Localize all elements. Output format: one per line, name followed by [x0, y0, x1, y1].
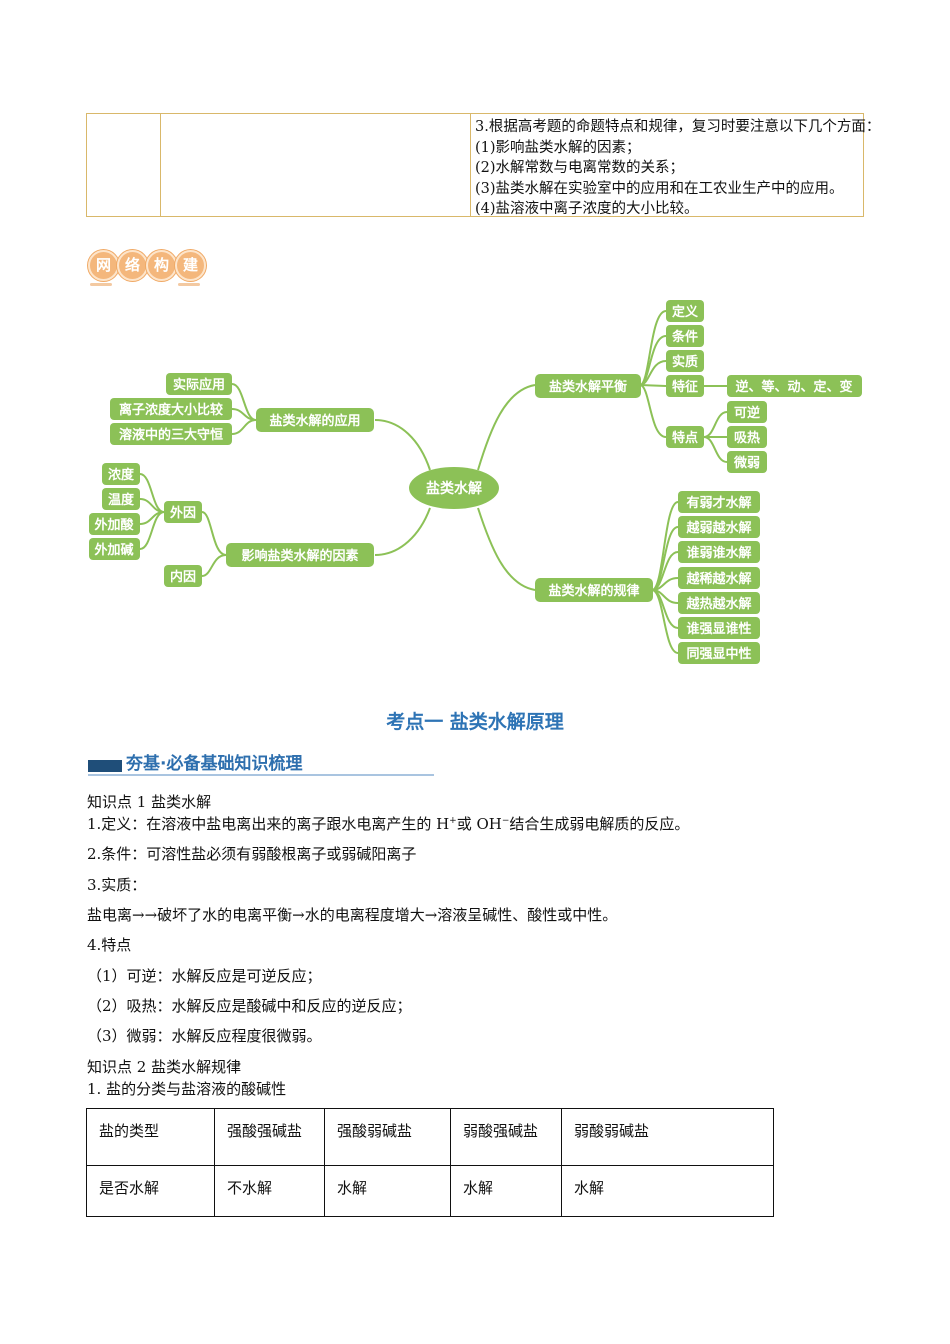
top-table-line: (4)盐溶液中离子浓度的大小比较。	[475, 201, 699, 217]
trait-item: （3）微弱：水解反应程度很微弱。	[87, 1027, 322, 1045]
node-label: 定义	[671, 304, 699, 320]
top-table-cell-2	[161, 114, 471, 216]
branch-label: 盐类水解的应用	[269, 413, 360, 429]
table-row: 是否水解 不水解 水解 水解 水解	[86, 1165, 774, 1217]
mind-map-branch-factors: 影响盐类水解的因素 外因 内因 浓度 温度 外加酸 外加碱	[89, 463, 374, 587]
node-label: 外因	[169, 505, 196, 521]
node-label: 实际应用	[173, 377, 225, 393]
mind-map-branch-equilibrium: 盐类水解平衡 定义 条件 实质 特征 特点 逆、等、动、定、变 可逆 吸热 微弱	[535, 300, 862, 473]
top-table-line: 3.根据高考题的命题特点和规律，复习时要注意以下几个方面：	[475, 119, 881, 135]
node-label: 吸热	[734, 430, 760, 446]
table-cell: 水解	[450, 1165, 562, 1217]
table-row: 盐的类型 强酸强碱盐 强酸弱碱盐 弱酸强碱盐 弱酸弱碱盐	[86, 1108, 774, 1166]
node-label: 逆、等、动、定、变	[735, 379, 852, 395]
mind-map-center: 盐类水解	[409, 467, 499, 509]
section-banner: 夯基·必备基础知识梳理	[88, 748, 434, 776]
table-cell: 强酸弱碱盐	[324, 1108, 451, 1166]
top-table-cell-1	[87, 114, 161, 216]
node-label: 谁弱谁水解	[686, 545, 751, 561]
mind-map-center-label: 盐类水解	[426, 480, 482, 497]
top-table-line: (1)影响盐类水解的因素；	[475, 139, 641, 156]
essence-title: 3.实质：	[87, 876, 147, 894]
branch-label: 盐类水解平衡	[549, 379, 627, 395]
node-label: 越弱越水解	[685, 520, 751, 536]
definition: 1.定义：在溶液中盐电离出来的离子跟水电离产生的 H+或 OH−结合生成弱电解质…	[87, 815, 690, 833]
node-label: 越稀越水解	[685, 571, 751, 587]
table-cell: 不水解	[214, 1165, 325, 1217]
node-label: 微弱	[733, 455, 760, 471]
node-label: 离子浓度大小比较	[119, 402, 223, 418]
node-label: 特征	[672, 379, 698, 395]
knowledge-point-2-title: 知识点 2 盐类水解规律	[87, 1058, 242, 1076]
node-label: 有弱才水解	[686, 495, 751, 511]
trait-item: （2）吸热：水解反应是酸碱中和反应的逆反应；	[87, 997, 412, 1015]
table-cell: 是否水解	[86, 1165, 215, 1217]
section-title: 考点一 盐类水解原理	[386, 711, 564, 733]
node-label: 内因	[170, 569, 196, 585]
table-cell: 弱酸弱碱盐	[561, 1108, 774, 1166]
node-label: 特点	[672, 430, 698, 446]
node-label: 越热越水解	[685, 596, 751, 612]
table-cell: 水解	[561, 1165, 774, 1217]
table-cell: 弱酸强碱盐	[450, 1108, 562, 1166]
badge-char: 络	[117, 250, 148, 281]
knowledge-point-2-subtitle: 1. 盐的分类与盐溶液的酸碱性	[87, 1080, 287, 1098]
salt-type-table: 盐的类型 强酸强碱盐 强酸弱碱盐 弱酸强碱盐 弱酸弱碱盐 是否水解 不水解 水解…	[86, 1108, 774, 1217]
trait-item: （1）可逆：水解反应是可逆反应；	[87, 967, 322, 985]
node-label: 温度	[108, 492, 135, 508]
node-label: 谁强显谁性	[686, 621, 751, 637]
mind-map-branch-application: 盐类水解的应用 实际应用 离子浓度大小比较 溶液中的三大守恒	[110, 373, 374, 445]
traits-title: 4.特点	[87, 936, 132, 954]
branch-label: 盐类水解的规律	[548, 583, 639, 599]
table-cell: 水解	[324, 1165, 451, 1217]
condition: 2.条件：可溶性盐必须有弱酸根离子或弱碱阳离子	[87, 845, 417, 863]
mind-map-branch-rules: 盐类水解的规律 有弱才水解 越弱越水解 谁弱谁水解 越稀越水解 越热越水解 谁强…	[535, 491, 760, 664]
top-table: 3.根据高考题的命题特点和规律，复习时要注意以下几个方面： (1)影响盐类水解的…	[86, 113, 881, 217]
mind-map-links	[139, 310, 728, 654]
mind-map: 盐类水解 盐类水解平衡 定义 条件 实质 特征 特点 逆、等、动、定、变 可逆 …	[89, 300, 862, 664]
branch-label: 影响盐类水解的因素	[241, 548, 358, 564]
top-table-cell-3: 3.根据高考题的命题特点和规律，复习时要注意以下几个方面： (1)影响盐类水解的…	[471, 114, 881, 217]
node-label: 实质	[672, 354, 698, 370]
badge-char: 构	[146, 250, 177, 281]
top-table-line: (3)盐类水解在实验室中的应用和在工农业生产中的应用。	[475, 180, 844, 197]
node-label: 同强显中性	[686, 646, 751, 662]
top-table-line: (2)水解常数与电离常数的关系；	[475, 160, 685, 176]
badge-char: 建	[175, 250, 206, 281]
node-label: 可逆	[734, 405, 760, 421]
node-label: 浓度	[108, 467, 135, 483]
banner-text: 夯基·必备基础知识梳理	[126, 754, 303, 774]
table-cell: 盐的类型	[86, 1108, 215, 1166]
node-label: 条件	[672, 329, 698, 345]
table-cell: 强酸强碱盐	[214, 1108, 325, 1166]
knowledge-point-1-title: 知识点 1 盐类水解	[87, 793, 212, 811]
node-label: 外加碱	[93, 542, 133, 558]
node-label: 溶液中的三大守恒	[119, 427, 223, 443]
node-label: 外加酸	[93, 517, 134, 533]
essence-text: 盐电离→→破坏了水的电离平衡→水的电离程度增大→溶液呈碱性、酸性或中性。	[87, 906, 618, 924]
